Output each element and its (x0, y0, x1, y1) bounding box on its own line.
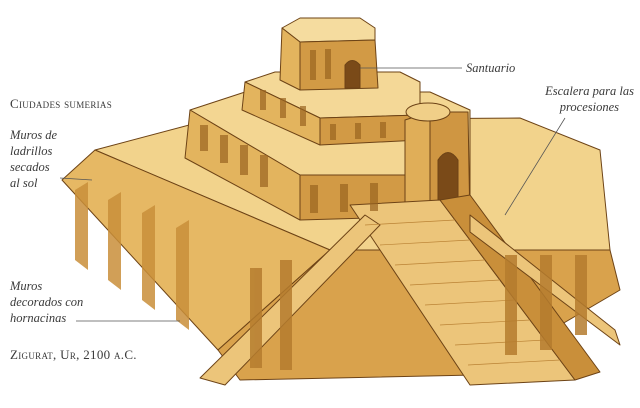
gate-tower-doorway (437, 152, 459, 201)
base-front-buttresses (250, 255, 587, 370)
label-santuario: Santuario (466, 61, 516, 75)
label-escalera-line2: procesiones (559, 100, 619, 114)
label-decorados-line1: Muros (10, 279, 43, 293)
figure-caption: Zigurat, Ur, 2100 a.C. (10, 347, 137, 362)
gate-tower-dome (405, 102, 451, 122)
leader-lines (59, 67, 566, 322)
label-decorados-line2: decorados con (10, 295, 84, 309)
label-muros-line4: al sol (10, 176, 38, 190)
label-decorados-line3: hornacinas (10, 311, 67, 325)
diagram-title: Ciudades sumerias (10, 96, 113, 111)
leader-escalera (504, 117, 566, 216)
base-left-buttresses (75, 182, 189, 330)
label-muros-line3: secados (10, 160, 50, 174)
shrine-doorway (344, 60, 361, 89)
label-muros-line1: Muros de (10, 128, 58, 142)
stair-steps (364, 219, 561, 366)
label-muros-line2: ladrillos (10, 144, 53, 158)
leader-muros-secados (59, 177, 93, 181)
terrace-niches (200, 49, 386, 213)
label-escalera-line1: Escalera para las (545, 84, 634, 98)
